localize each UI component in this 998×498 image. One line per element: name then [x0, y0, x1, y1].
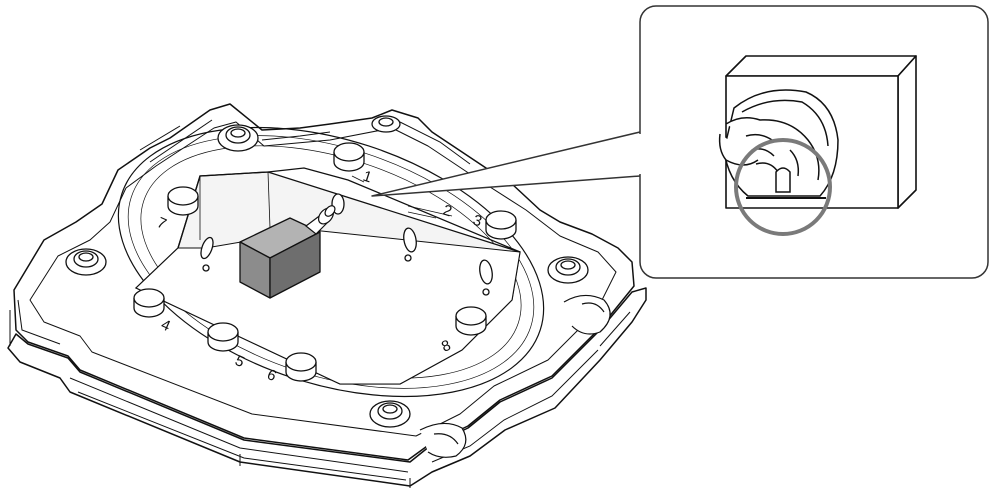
corner-bolts — [65, 115, 589, 428]
ring-posts — [133, 142, 517, 382]
sensor-connector — [305, 205, 336, 235]
bolt-right — [547, 256, 589, 284]
callout-pointer — [371, 131, 641, 197]
detail-callout — [638, 5, 989, 279]
bolt-top-left — [217, 124, 259, 152]
post-6 — [285, 352, 317, 382]
post-1 — [333, 142, 365, 172]
post-3 — [485, 210, 517, 240]
magnified-connector — [718, 89, 839, 199]
bolt-bottom — [369, 400, 411, 428]
highlight-circle — [734, 138, 832, 236]
sensor-block — [239, 217, 321, 299]
bolt-top — [371, 115, 401, 133]
post-8 — [455, 306, 487, 336]
plate-notches — [419, 294, 611, 458]
post-5 — [207, 322, 239, 352]
post-7 — [167, 186, 199, 216]
post-4 — [133, 288, 165, 318]
bolt-left — [65, 248, 107, 276]
